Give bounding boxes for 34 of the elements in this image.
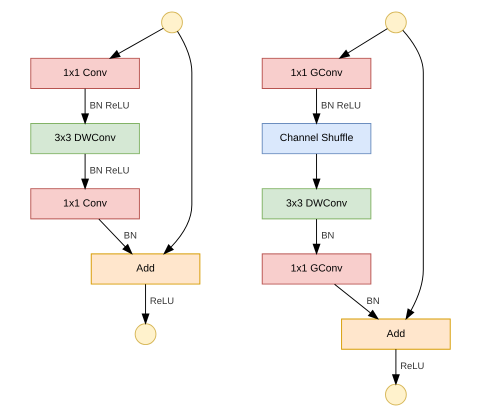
node-box: Add bbox=[90, 253, 200, 285]
node-box: Channel Shuffle bbox=[262, 123, 372, 154]
node-box: Add bbox=[341, 318, 451, 350]
node-box: 1x1 Conv bbox=[30, 188, 140, 220]
arrow bbox=[108, 28, 164, 59]
node-box: 1x1 GConv bbox=[262, 253, 372, 285]
arrow bbox=[163, 30, 192, 255]
arrow bbox=[81, 88, 90, 125]
arrow bbox=[402, 30, 424, 320]
edge-label: BN ReLU bbox=[321, 100, 361, 112]
arrow bbox=[334, 284, 380, 320]
arrow bbox=[312, 218, 321, 256]
node-box: 1x1 Conv bbox=[30, 58, 140, 89]
node-circle bbox=[385, 384, 407, 406]
node-circle bbox=[134, 323, 156, 345]
node-circle bbox=[385, 12, 407, 34]
edge-label: BN ReLU bbox=[90, 100, 130, 112]
arrow bbox=[392, 348, 400, 386]
arrow bbox=[312, 153, 321, 190]
node-box: 3x3 DWConv bbox=[262, 188, 372, 220]
edge-label: BN ReLU bbox=[90, 166, 130, 177]
arrow bbox=[312, 88, 321, 125]
edge-label: BN bbox=[366, 296, 380, 307]
edge-label: ReLU bbox=[400, 361, 424, 372]
node-circle bbox=[161, 12, 183, 34]
node-box: 1x1 GConv bbox=[262, 58, 372, 89]
arrow bbox=[142, 284, 150, 325]
edge-label: ReLU bbox=[150, 296, 174, 307]
arrow bbox=[338, 28, 388, 59]
arrow bbox=[98, 218, 133, 255]
node-box: 3x3 DWConv bbox=[30, 123, 140, 154]
edge-label: BN bbox=[321, 230, 334, 242]
edge-label: BN bbox=[124, 230, 137, 242]
arrow bbox=[81, 153, 90, 190]
